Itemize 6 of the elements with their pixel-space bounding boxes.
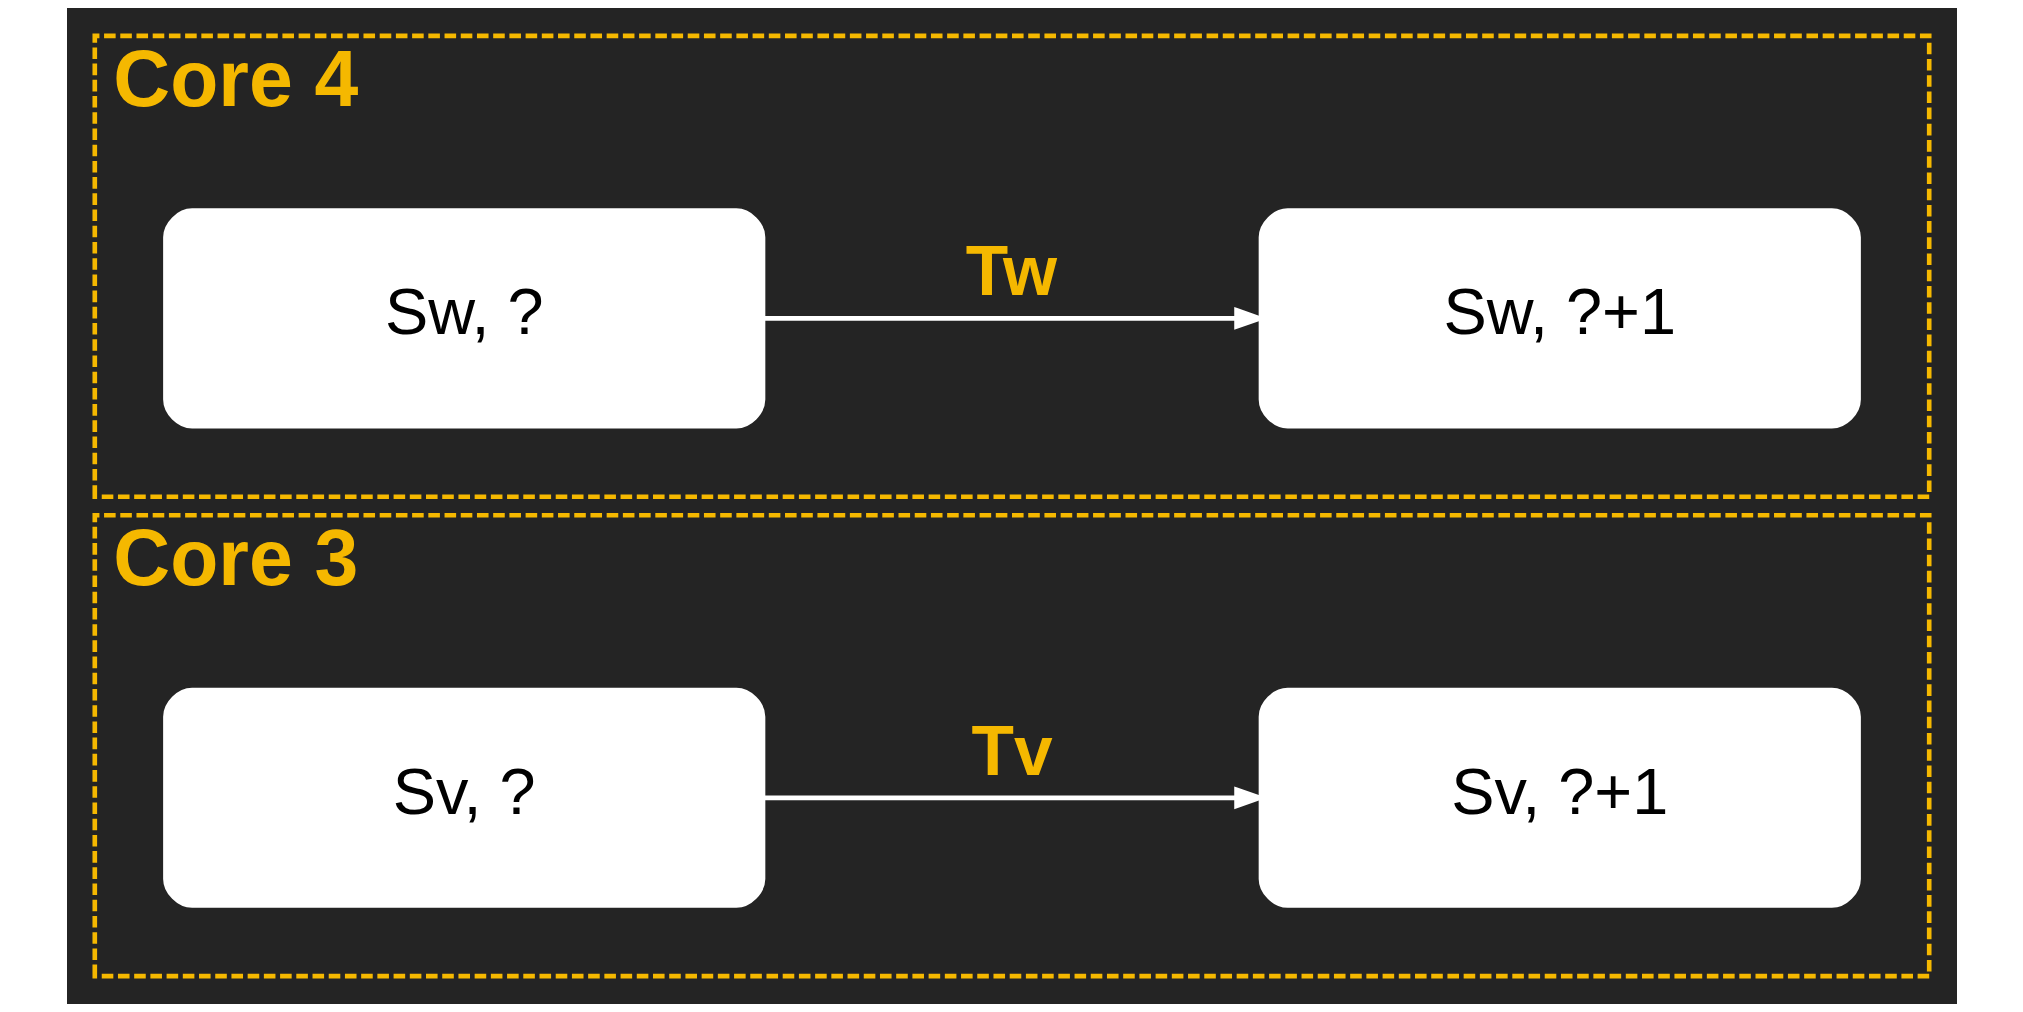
- edge-label: Tw: [965, 232, 1057, 311]
- node-box: Sv, ?+1: [1258, 687, 1861, 908]
- node-box: Sw, ?+1: [1258, 208, 1861, 429]
- edge-label: Tv: [970, 711, 1053, 790]
- node-box: Sv, ?: [162, 687, 765, 908]
- node-box: Sw, ?: [162, 208, 765, 429]
